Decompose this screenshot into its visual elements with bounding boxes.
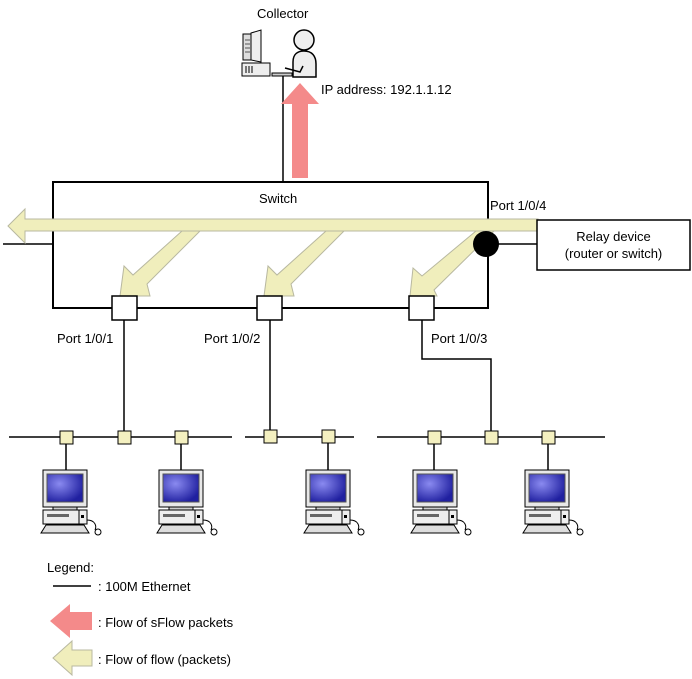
flow-arrow-to-port-2: [263, 230, 346, 297]
port-1-0-2-label: Port 1/0/2: [204, 331, 261, 346]
legend-flow-label: : Flow of flow (packets): [98, 652, 231, 667]
flow-arrows: [7, 207, 539, 297]
relay-device-line1: Relay device: [576, 229, 651, 244]
collector-label: Collector: [257, 6, 309, 21]
node-tap: [427, 430, 442, 445]
node-tap: [484, 430, 499, 445]
node-tap: [59, 430, 74, 445]
flow-arrow-to-port-1: [119, 230, 202, 297]
port-1-0-3-label: Port 1/0/3: [431, 331, 488, 346]
port-1-0-1-label: Port 1/0/1: [57, 331, 114, 346]
legend-sflow-label: : Flow of sFlow packets: [98, 615, 234, 630]
collector-icon: [241, 29, 317, 78]
sflow-arrow: [281, 83, 319, 178]
pc-icon: [303, 469, 365, 536]
relay-device-line2: (router or switch): [564, 246, 663, 261]
pc-icon: [522, 469, 584, 536]
legend-sflow-arrow-icon: [50, 604, 92, 638]
switch-label: Switch: [259, 191, 298, 206]
port-1-0-3-box[interactable]: [408, 295, 435, 321]
pc-icon: [40, 469, 102, 536]
port-1-0-4-label: Port 1/0/4: [490, 198, 547, 213]
node-tap: [117, 430, 132, 445]
pc-icon: [156, 469, 218, 536]
flow-arrow-main: [7, 207, 539, 245]
node-tap: [263, 429, 278, 444]
pc-icon: [410, 469, 472, 536]
legend-flow-arrow-icon: [52, 639, 93, 677]
relay-device-box: [536, 219, 691, 271]
port-1-0-2-box[interactable]: [256, 295, 283, 321]
port-1-0-1-box[interactable]: [111, 295, 138, 321]
legend-title: Legend:: [47, 560, 94, 575]
legend-ethernet-label: : 100M Ethernet: [98, 579, 191, 594]
port-1-0-4-dot[interactable]: [473, 231, 499, 257]
collector-ip-label: IP address: 192.1.1.12: [321, 82, 452, 97]
node-tap: [321, 429, 336, 444]
node-tap: [174, 430, 189, 445]
node-tap: [541, 430, 556, 445]
